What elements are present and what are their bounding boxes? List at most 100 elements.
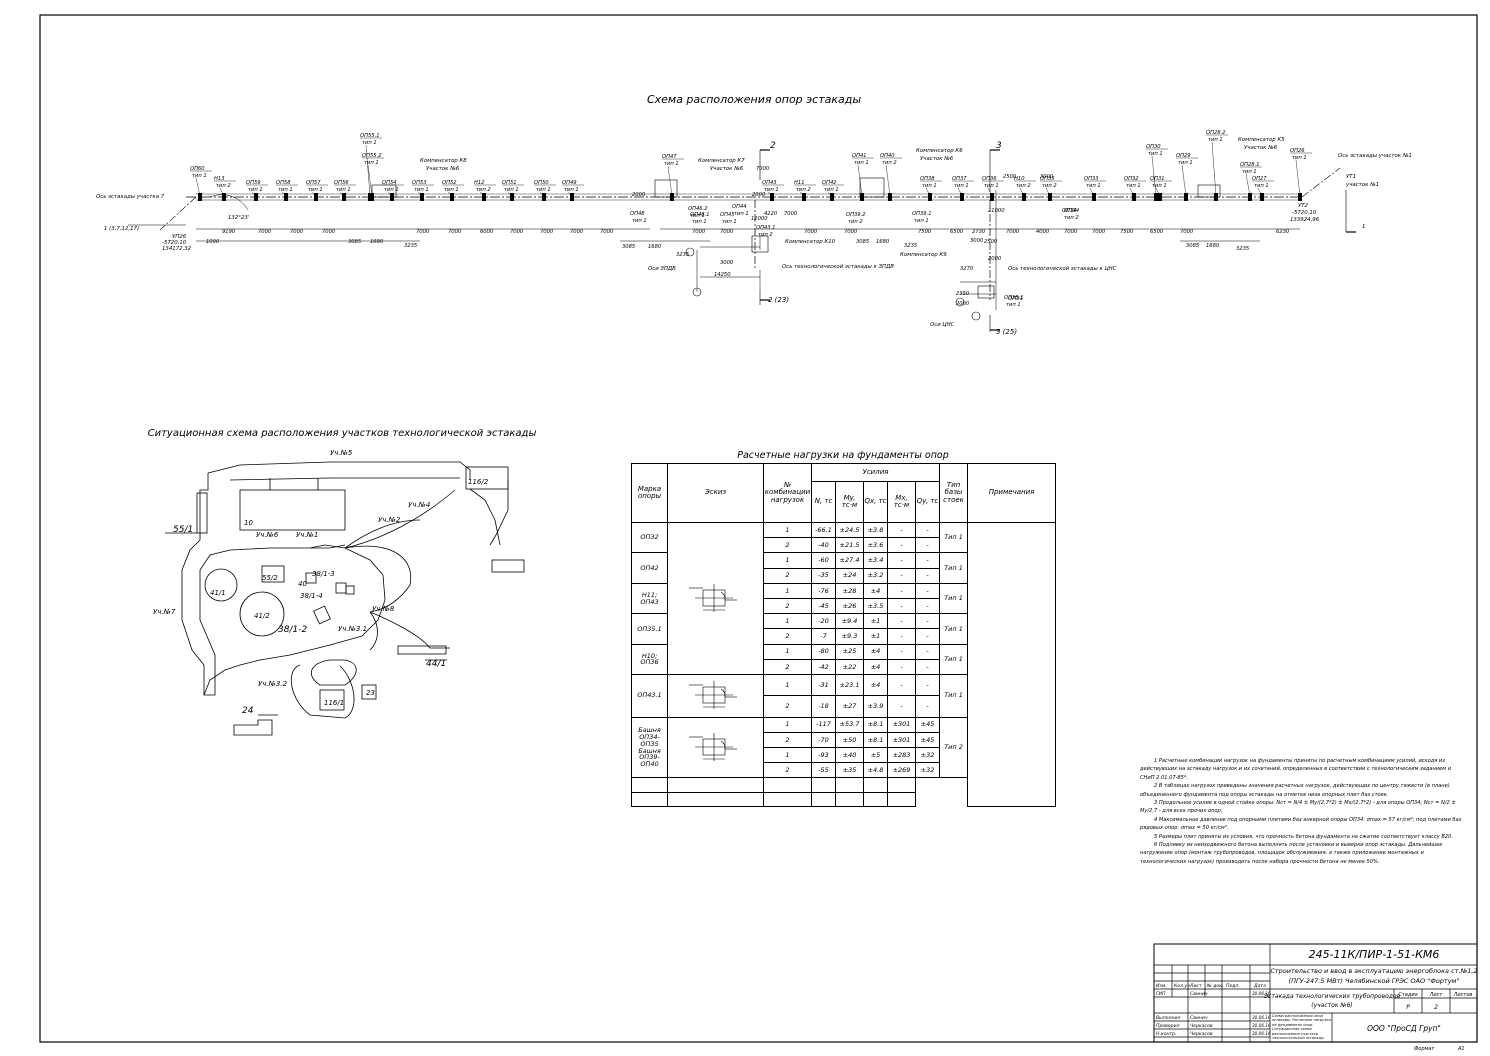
- value-cell: ±283: [887, 747, 916, 764]
- value-cell: ±27.4: [835, 552, 864, 569]
- support-mark: [222, 193, 226, 201]
- bottom-support-type: тип 1: [692, 219, 707, 225]
- dimension-label: 1000: [206, 239, 220, 245]
- dimension-label: 7000: [1092, 229, 1106, 235]
- norm-date: 30.06.16: [1252, 1031, 1271, 1036]
- value-cell: ±9.4: [835, 613, 864, 630]
- bottom-support-type: тип 1: [690, 213, 705, 219]
- col-mark: Марка опоры: [631, 463, 668, 523]
- top-right-support-name: ОП26: [1290, 148, 1305, 154]
- top-right-support-name: ОП30: [1146, 144, 1161, 150]
- situation-label: Уч.№1: [296, 531, 318, 539]
- value-cell: ±301: [887, 731, 916, 749]
- dimension-label: 4000: [1036, 229, 1050, 235]
- k10-label: Компенсатор К10: [785, 239, 836, 245]
- support-ticks: [198, 193, 1302, 201]
- value-cell: -: [914, 695, 941, 718]
- dimension-label: 3085: [622, 244, 636, 250]
- note-cell: [967, 522, 1057, 807]
- value-cell: -: [914, 613, 941, 630]
- value-cell: ±269: [887, 762, 916, 779]
- leader-line: [767, 191, 773, 197]
- situation-label: Уч.№2: [378, 516, 401, 524]
- top-left-support-type: тип 1: [192, 173, 207, 179]
- situation-label: Уч.№6: [256, 531, 279, 539]
- top-left-support-name: ОП55.2: [362, 153, 382, 159]
- leader-line: [957, 187, 963, 197]
- combo-cell: 2: [763, 762, 812, 779]
- ut1-label: УТ1: [1346, 174, 1356, 180]
- value-cell: -45: [811, 598, 836, 615]
- sec2b-label: 2 (23): [768, 296, 789, 304]
- dimension-label: 2500: [984, 239, 998, 245]
- combo-cell: 2: [763, 731, 812, 749]
- support-mark: [888, 193, 892, 201]
- value-cell: -: [887, 582, 916, 600]
- leader-line: [857, 164, 863, 197]
- sketch-cell: [667, 716, 764, 779]
- situation-label: Уч.№8: [372, 605, 395, 613]
- top-left-support-name: ОП49: [562, 180, 577, 186]
- leader-line: [1045, 187, 1051, 197]
- support-mark: [570, 193, 574, 201]
- combo-cell: 2: [763, 695, 812, 718]
- top-left-support-name: ОП51: [502, 180, 517, 186]
- k5-uch: Участок №6: [1244, 145, 1278, 151]
- col-sketch: Эскиз: [667, 463, 764, 523]
- axis-left-label: Ось эстакады участка 7: [96, 194, 165, 200]
- top-right-support-name: ОП47: [662, 154, 677, 160]
- section-left-label: 1 (3,7,12,17): [104, 226, 139, 232]
- project-line-2: (ПГУ-247.5 МВт) Челябинской ГРЭС ОАО "Фо…: [1289, 977, 1460, 985]
- support-mark: [314, 193, 318, 201]
- dimension-label: 7500: [918, 229, 932, 235]
- h-date: Дата: [1253, 983, 1266, 989]
- value-cell: -: [914, 521, 941, 539]
- main-axis: [128, 149, 1356, 332]
- leader-line: [367, 164, 373, 197]
- dimension-label: 7000: [600, 229, 614, 235]
- bottom-support-type: тип 1: [1006, 302, 1021, 308]
- situation-label: Уч.№7: [153, 608, 176, 616]
- bottom-support-name: ОП46.1: [690, 212, 710, 218]
- top-left-support-type: тип 1: [336, 187, 351, 193]
- drawing-code: 245-11К/ПИР-1-51-КМ6: [1309, 948, 1440, 961]
- empty-cell: [763, 777, 812, 793]
- empty-cell: [863, 791, 888, 808]
- dimension-label: 1680: [876, 239, 890, 245]
- table-row: 2-45±26±3.5--: [632, 598, 1056, 615]
- empty-row: [631, 777, 1056, 793]
- combo-cell: 2: [763, 628, 812, 645]
- axis-right2-label: участок №1: [1345, 182, 1379, 188]
- top-right-support-name: ОП28.1: [1240, 162, 1260, 168]
- leader-line: [925, 187, 931, 197]
- note-paragraph: 6 Подливку из неизодвижного бетона выпол…: [1140, 841, 1443, 865]
- h-doc: № док.: [1206, 983, 1223, 989]
- table-row: 2-42±22±4--: [632, 658, 1056, 676]
- h-izm: Изм.: [1156, 983, 1167, 989]
- top-right-support-name: ОП36: [982, 176, 997, 182]
- top-left-support-type: тип 1: [444, 187, 459, 193]
- value-cell: -: [914, 628, 941, 645]
- empty-cell: [835, 777, 864, 793]
- support-mark: [510, 193, 514, 201]
- leader-line: [1211, 141, 1217, 197]
- dimension-label: 7500: [1120, 229, 1134, 235]
- sec2-label: 2: [770, 141, 776, 151]
- value-cell: -: [887, 674, 916, 697]
- dimension-label: 3270: [960, 266, 974, 272]
- dimension-label: 7000: [448, 229, 462, 235]
- project-line-1: Строительство и ввод в эксплуатацию энер…: [1270, 967, 1477, 975]
- top-right-support-type: тип 1: [922, 183, 937, 189]
- col-my: My, тс·м: [835, 481, 864, 523]
- sheet-frame: [39, 14, 1478, 1043]
- value-cell: ±4: [863, 643, 888, 660]
- top-right-support-type: тип 1: [954, 183, 969, 189]
- leader-line: [885, 164, 891, 197]
- norm-role: Н.контр.: [1156, 1031, 1177, 1037]
- leader-line: [1295, 159, 1301, 197]
- section-right-label: 1: [1362, 224, 1365, 230]
- top-right-support-name: ОП40: [880, 153, 895, 159]
